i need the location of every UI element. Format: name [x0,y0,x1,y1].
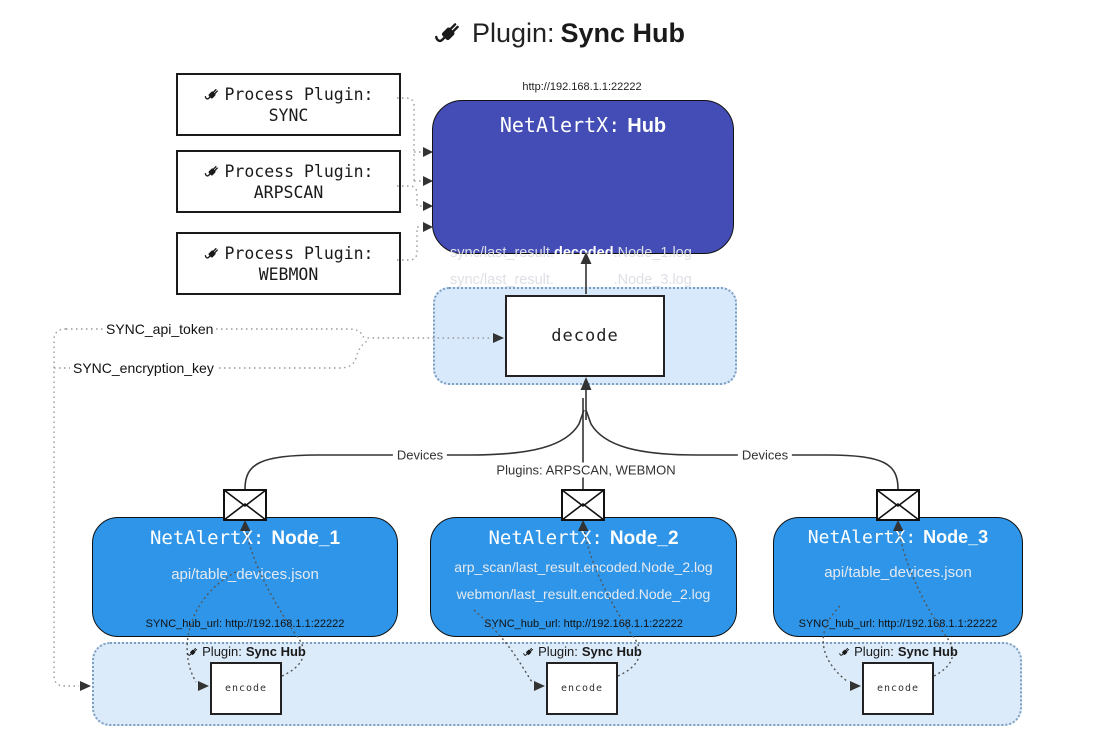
page-title-name: Sync Hub [560,17,686,48]
node-files: arp_scan/last_result.encoded.Node_2.log … [431,554,736,608]
envelope-icon [223,489,267,521]
process-plugin-name: ARPSCAN [253,182,324,202]
plug-icon [522,645,536,659]
node-title: NetAlertX:Node_2 [488,527,679,549]
plug-icon [186,645,200,659]
node-hub-url: SYNC_hub_url: http://192.168.1.1:22222 [145,618,345,630]
node-box-node-1: NetAlertX:Node_1 api/table_devices.json … [92,517,398,637]
node-file: webmon/last_result.encoded.Node_2.log [456,586,711,602]
decode-box: decode [505,295,665,377]
hub-box: NetAlertX: Hub sync/last_result.decoded.N… [432,100,734,336]
hub-url-label: http://192.168.1.1:22222 [522,81,642,93]
encode-box: encode [862,662,934,715]
node-hub-url: SYNC_hub_url: http://192.168.1.1:22222 [484,618,683,630]
edge-left-rail [53,328,79,687]
hub-title: NetAlertX: Hub [433,113,733,138]
sync-encryption-key-label: SYNC_encryption_key [70,360,217,376]
process-plugin-box-arpscan: Process Plugin: ARPSCAN [176,150,401,213]
edge-label-devices-left: Devices [392,447,448,463]
process-plugin-name: WEBMON [258,264,319,284]
process-plugin-label: Process Plugin: [203,244,374,263]
plug-icon [203,162,222,181]
plug-icon [432,16,466,50]
node-file: arp_scan/last_result.encoded.Node_2.log [454,559,713,575]
hub-log-line: sync/last_result.decoded.Node_3.log [450,272,692,288]
process-plugin-name: SYNC [268,105,309,125]
envelope-icon [561,489,605,521]
node-title: NetAlertX:Node_1 [149,527,341,549]
node-box-node-3: NetAlertX:Node_3 api/table_devices.json … [773,517,1023,637]
process-plugin-box-sync: Process Plugin: SYNC [176,73,401,136]
node-files: api/table_devices.json [774,559,1022,586]
node-title: NetAlertX:Node_3 [807,527,989,548]
encode-box: encode [210,662,282,715]
node-files: api/table_devices.json [93,561,397,588]
plug-icon [203,85,222,104]
envelope-icon [876,489,920,521]
edge-label-plugins: Plugins: ARPSCAN, WEBMON [492,462,680,478]
node-file: api/table_devices.json [171,566,319,583]
node-file: api/table_devices.json [824,564,972,581]
encode-box: encode [546,662,618,715]
page-title-prefix: Plugin: [471,17,555,48]
edge-label-devices-right: Devices [737,447,793,463]
node-hub-url: SYNC_hub_url: http://192.168.1.1:22222 [798,618,998,630]
node-box-node-2: NetAlertX:Node_2 arp_scan/last_result.en… [430,517,737,637]
hub-log-line: sync/last_result.decoded.Node_1.log [450,245,692,261]
encode-plugin-label: Plugin:Sync Hub [507,644,657,659]
encode-plugin-label: Plugin:Sync Hub [171,644,321,659]
page-title: Plugin: Sync Hub [0,16,1117,50]
sync-api-token-label: SYNC_api_token [103,321,217,337]
encode-plugin-label: Plugin:Sync Hub [823,644,973,659]
process-plugin-box-webmon: Process Plugin: WEBMON [176,232,401,295]
process-plugin-label: Process Plugin: [203,85,374,104]
hub-title-prefix: NetAlertX: [499,113,621,137]
hub-title-name: Hub [627,115,667,137]
process-plugin-label: Process Plugin: [203,162,374,181]
plug-icon [203,244,222,263]
plug-icon [838,645,852,659]
